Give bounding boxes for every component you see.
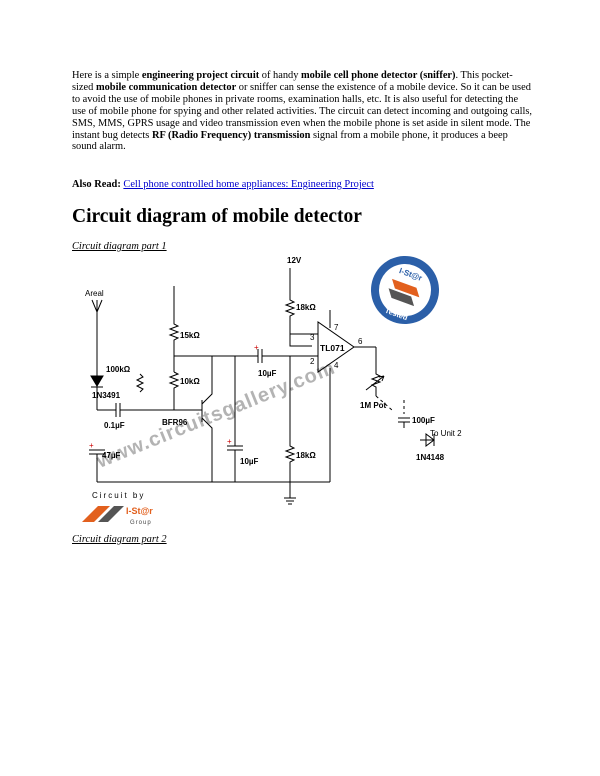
label-47uf: 47µF [102,451,121,460]
label-pin6: 6 [358,337,363,346]
intro-text-2: of handy [259,70,302,81]
label-areal: Areal [85,289,104,298]
label-10k: 10kΩ [180,377,200,386]
component-labels: Areal 12V 18kΩ 15kΩ 100kΩ 10kΩ 1N3491 0.… [85,256,462,466]
polarity-47uf: + [89,441,94,450]
tested-badge: I-St@r Tested [371,256,439,324]
polarity-10uf-series: + [254,343,259,352]
caption-part-2: Circuit diagram part 2 [72,534,167,545]
label-10uf-shunt: 10µF [240,457,259,466]
caption-part-1: Circuit diagram part 1 [72,241,167,252]
label-18k-bottom: 18kΩ [296,451,316,460]
label-100k: 100kΩ [106,365,131,374]
label-pin7: 7 [334,323,339,332]
intro-paragraph: Here is a simple engineering project cir… [72,70,534,153]
intro-text-5: signal from a mobile phone, it produces … [72,129,508,153]
label-10uf-series: 10µF [258,369,277,378]
polarity-10uf: + [227,437,232,446]
bold-communication-detector: mobile communication detector [95,81,237,93]
circuit-wires [89,268,435,505]
label-pin3: 3 [310,333,315,342]
label-bfr96: BFR96 [162,418,188,427]
label-1m-pot: 1M Pot [360,401,387,410]
also-read-line: Also Read: Cell phone controlled home ap… [72,179,534,191]
also-read-link[interactable]: Cell phone controlled home appliances: E… [123,179,374,190]
diode-1n3491-symbol [90,375,104,388]
bold-project-circuit: engineering project circuit [141,70,260,81]
intro-text-4: or sniffer can sense the existence of a … [72,81,533,141]
label-1n4148: 1N4148 [416,453,445,462]
istar-logo: Circuit by I-St@r Group [82,491,153,526]
label-pin4: 4 [334,361,339,370]
logo-byline: Circuit by [92,491,145,500]
bold-mobile-detector: mobile cell phone detector (sniffer) [301,70,456,81]
logo-sub: Group [130,520,152,526]
label-100uf: 100µF [412,416,435,425]
intro-text-3: . This pocket-sized [72,70,513,93]
label-to-unit-2: To Unit 2 [430,429,462,438]
bold-rf-transmission: RF (Radio Frequency) transmission [151,129,311,141]
circuit-diagram: www.circuitsgallery.com I-St@r Tested [82,256,462,526]
label-pin2: 2 [310,357,315,366]
also-read-label: Also Read: [72,179,121,190]
logo-brand: I-St@r [126,506,153,516]
label-tl071: TL071 [320,343,345,353]
label-1n3491: 1N3491 [92,391,121,400]
label-0-1uf: 0.1µF [104,421,125,430]
label-18k-top: 18kΩ [296,303,316,312]
label-15k: 15kΩ [180,331,200,340]
label-12v: 12V [287,256,302,265]
page-heading: Circuit diagram of mobile detector [72,206,362,227]
intro-text-1: Here is a simple [72,70,142,81]
